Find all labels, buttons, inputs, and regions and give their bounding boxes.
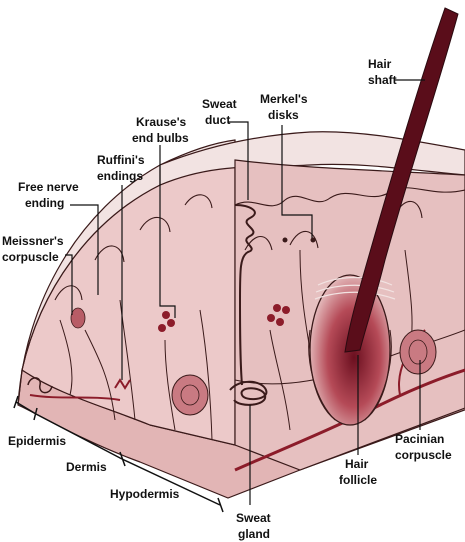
label-hypodermis: Hypodermis <box>110 487 180 501</box>
label-hair-follicle: Hair follicle <box>339 457 377 487</box>
label-hair-shaft: Hair shaft <box>368 57 397 87</box>
label-pacinian-corpuscle: Pacinian corpuscle <box>395 432 452 462</box>
label-epidermis: Epidermis <box>8 434 66 448</box>
label-merkels-disks: Merkel's disks <box>260 92 311 122</box>
label-sweat-gland: Sweat gland <box>236 511 274 541</box>
label-krauses-end-bulbs: Krause's end bulbs <box>132 115 190 145</box>
meissners-corpuscle <box>71 308 85 328</box>
pacinian-corpuscle-left <box>172 375 208 415</box>
label-meissners-corpuscle: Meissner's corpuscle <box>2 234 67 264</box>
pacinian-corpuscle-right <box>400 330 436 374</box>
label-ruffinis-endings: Ruffini's endings <box>97 153 148 183</box>
label-dermis: Dermis <box>66 460 107 474</box>
